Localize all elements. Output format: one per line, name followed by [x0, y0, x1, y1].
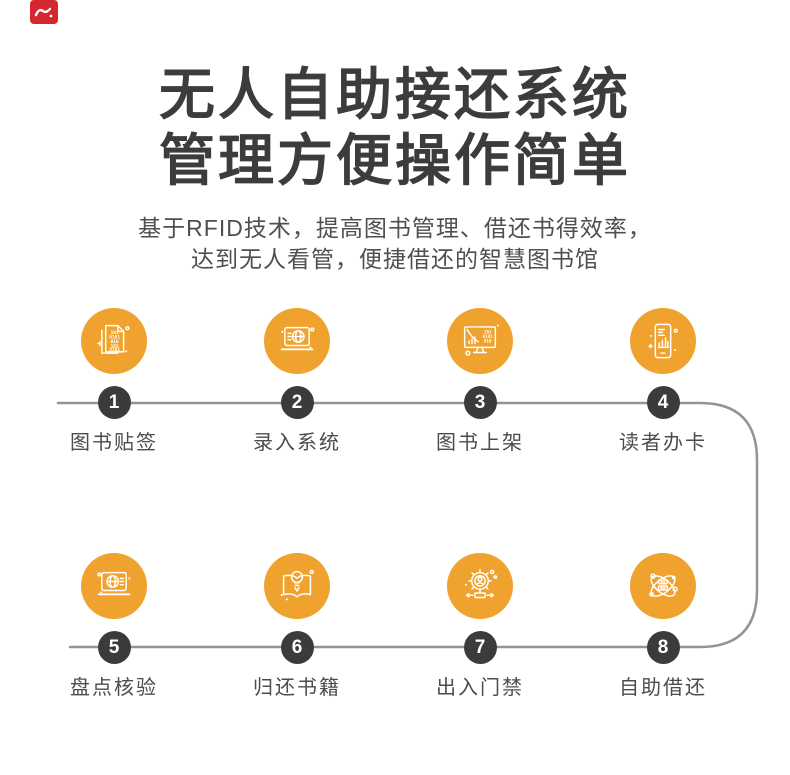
- step-label: 出入门禁: [436, 677, 524, 699]
- svg-text:010: 010: [111, 339, 119, 345]
- svg-text:0101: 0101: [109, 334, 120, 340]
- step-number-badge: 2: [280, 386, 314, 419]
- step-number-badge: 3: [463, 386, 497, 419]
- brand-logo-icon: [34, 7, 53, 18]
- step-icon-circle: [264, 308, 330, 374]
- page-subtitle: 基于RFID技术，提高图书管理、借还书得效率， 达到无人看管，便捷借还的智慧图书…: [0, 213, 790, 275]
- step-label: 自助借还: [619, 677, 707, 699]
- step-icon-circle: [447, 553, 513, 619]
- svg-text:0101: 0101: [483, 334, 493, 339]
- page-title: 无人自助接还系统 管理方便操作简单: [0, 62, 790, 194]
- connector-path: [56, 401, 759, 649]
- step-number-badge: 8: [646, 631, 680, 664]
- step-number-badge: 1: [97, 386, 131, 419]
- step-item: 5 盘点核验: [34, 553, 194, 700]
- atom-document-icon: [640, 563, 686, 609]
- step-label: 录入系统: [253, 432, 341, 454]
- step-item: 8 自助借还: [583, 553, 743, 700]
- step-item: 4 读者办卡: [583, 308, 743, 455]
- laptop-globe2-icon: [91, 563, 137, 609]
- step-number-badge: 4: [646, 386, 680, 419]
- svg-text:010: 010: [484, 338, 492, 343]
- step-item: 7 出入门禁: [400, 553, 560, 700]
- step-icon-circle: [81, 553, 147, 619]
- step-label: 图书上架: [436, 432, 524, 454]
- book-bulb-icon: [274, 563, 320, 609]
- subtitle-line-2: 达到无人看管，便捷借还的智慧图书馆: [191, 246, 599, 272]
- svg-text:101: 101: [111, 343, 119, 349]
- step-item: 2 录入系统: [217, 308, 377, 455]
- title-line-2: 管理方便操作简单: [159, 129, 631, 192]
- svg-text:101: 101: [484, 329, 492, 334]
- step-number-badge: 7: [463, 631, 497, 664]
- gear-person-icon: [457, 563, 503, 609]
- laptop-globe-icon: [274, 318, 320, 364]
- step-icon-circle: [264, 553, 330, 619]
- step-label: 图书贴签: [70, 432, 158, 454]
- step-icon-circle: [630, 308, 696, 374]
- svg-text:101: 101: [111, 330, 119, 336]
- step-icon-circle: [630, 553, 696, 619]
- step-label: 盘点核验: [70, 677, 158, 699]
- step-number-badge: 6: [280, 631, 314, 664]
- step-label: 归还书籍: [253, 677, 341, 699]
- brand-logo: [30, 0, 58, 24]
- title-line-1: 无人自助接还系统: [159, 63, 631, 126]
- subtitle-line-1: 基于RFID技术，提高图书管理、借还书得效率，: [138, 215, 652, 241]
- svg-text:0101: 0101: [109, 347, 120, 353]
- step-item: 6 归还书籍: [217, 553, 377, 700]
- smartphone-chart-icon: [640, 318, 686, 364]
- step-label: 读者办卡: [619, 432, 707, 454]
- step-number-badge: 5: [97, 631, 131, 664]
